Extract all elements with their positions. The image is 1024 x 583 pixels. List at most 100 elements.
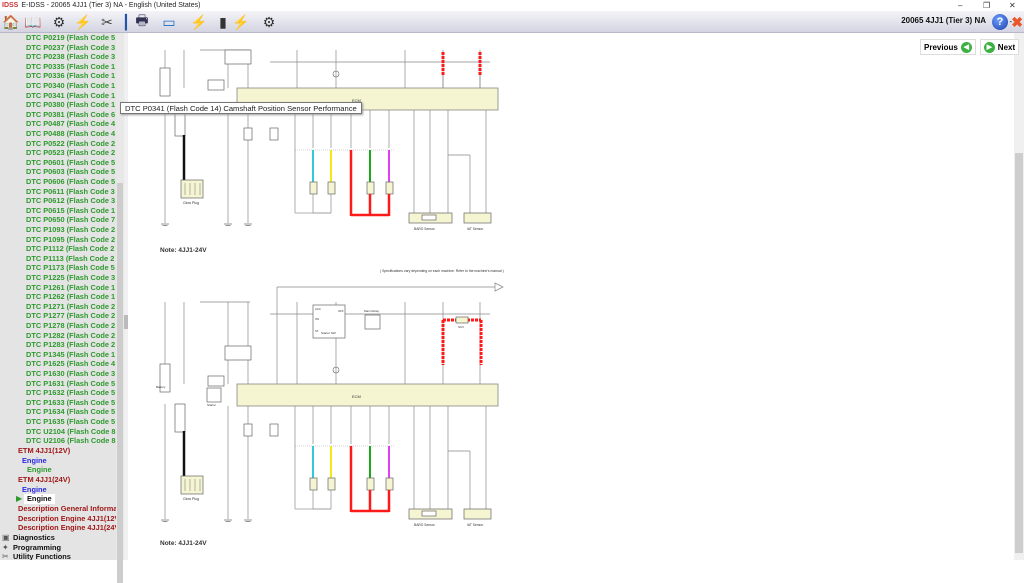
- tree-item-engine-sub[interactable]: Engine: [27, 465, 52, 474]
- tree-item-engine[interactable]: Engine: [22, 456, 47, 465]
- arrow-icon: [494, 282, 504, 292]
- manual-icon[interactable]: 📖: [24, 13, 42, 30]
- tree-item-dtc[interactable]: DTC P0381 (Flash Code 6: [26, 109, 116, 119]
- tree-item-dtc[interactable]: DTC P0335 (Flash Code 1: [26, 61, 116, 71]
- pin-icon[interactable]: ┃: [121, 13, 131, 30]
- battery-label: Battery: [156, 385, 166, 389]
- sidebar-scroll-thumb[interactable]: [117, 183, 123, 583]
- tree-item-dtc[interactable]: DTC P1112 (Flash Code 2: [26, 244, 115, 254]
- tree-item-dtc[interactable]: DTC P0341 (Flash Code 1: [26, 90, 116, 100]
- sidebar-scrollbar[interactable]: [116, 33, 124, 583]
- close-button[interactable]: ✕: [1009, 1, 1016, 10]
- iat-label: IAT Sensor: [467, 523, 484, 527]
- tooltip: DTC P0341 (Flash Code 14) Camshaft Posit…: [120, 102, 362, 114]
- tree-item-dtc[interactable]: DTC P1633 (Flash Code 5: [26, 397, 116, 407]
- tree-item-dtc[interactable]: DTC P1262 (Flash Code 1: [26, 292, 116, 302]
- tree-item-dtc[interactable]: DTC P1635 (Flash Code 5: [26, 417, 116, 426]
- tree-item-dtc[interactable]: DTC P1093 (Flash Code 2: [26, 225, 116, 234]
- tree-item-description[interactable]: Description Engine 4JJ1(24V: [18, 523, 116, 533]
- acc-label: ACC: [315, 307, 321, 311]
- iat-label: IAT Sensor: [467, 227, 484, 231]
- tree-item-dtc[interactable]: DTC P0238 (Flash Code 3: [26, 52, 116, 62]
- expand-arrow-icon[interactable]: ▶: [16, 494, 23, 503]
- tree-item-dtc[interactable]: DTC P0612 (Flash Code 3: [26, 196, 116, 206]
- tree-item-dtc[interactable]: DTC P0237 (Flash Code 3: [26, 42, 116, 52]
- main-relay: [364, 314, 381, 330]
- tree-item-root[interactable]: Utility Functions: [13, 552, 71, 560]
- tools-icon[interactable]: ✂: [101, 13, 113, 30]
- tree-item-etm-24v[interactable]: ETM 4JJ1(24V): [18, 475, 71, 484]
- tree-item-dtc[interactable]: DTC P0650 (Flash Code 7: [26, 215, 116, 225]
- tree-item-dtc[interactable]: DTC P0219 (Flash Code 5: [26, 33, 116, 42]
- tree-item-dtc[interactable]: DTC P0487 (Flash Code 4: [26, 119, 116, 129]
- tree-item-dtc[interactable]: DTC P1278 (Flash Code 2: [26, 321, 116, 330]
- sensor-icon: [385, 477, 394, 491]
- tree-item-dtc[interactable]: DTC P1277 (Flash Code 2: [26, 311, 116, 321]
- previous-button[interactable]: Previous◀: [920, 39, 976, 55]
- switch: [243, 423, 253, 437]
- engine-icon[interactable]: ⚙: [52, 13, 66, 30]
- main-scroll-thumb[interactable]: [1015, 153, 1023, 553]
- tree-item-engine[interactable]: Engine: [22, 485, 47, 494]
- panel-splitter[interactable]: [124, 33, 128, 560]
- tree-item-dtc[interactable]: DTC P1095 (Flash Code 2: [26, 234, 116, 244]
- tree-item-dtc[interactable]: DTC P1261 (Flash Code 1: [26, 282, 116, 292]
- main-relay-label: Main Relay: [364, 309, 380, 313]
- printer-icon[interactable]: 🖶: [135, 12, 149, 28]
- starter: [206, 387, 222, 403]
- tree-item-dtc[interactable]: DTC P1630 (Flash Code 3: [26, 369, 116, 378]
- reflash-icon[interactable]: ⚡: [74, 13, 92, 30]
- tree-item-dtc[interactable]: DTC P0611 (Flash Code 3: [26, 186, 115, 196]
- splitter-grip[interactable]: [124, 315, 128, 329]
- tree-item-dtc[interactable]: DTC P0340 (Flash Code 1: [26, 81, 116, 90]
- tree-item-dtc[interactable]: DTC U2106 (Flash Code 8: [26, 436, 116, 446]
- tree-item-dtc[interactable]: DTC U2104 (Flash Code 8: [26, 426, 116, 436]
- tree-item-dtc[interactable]: DTC P1283 (Flash Code 2: [26, 340, 116, 350]
- tree-item-dtc[interactable]: DTC P1632 (Flash Code 5: [26, 388, 116, 398]
- tree-item-dtc[interactable]: DTC P0615 (Flash Code 1: [26, 205, 116, 215]
- tree-item-dtc[interactable]: DTC P0522 (Flash Code 2: [26, 138, 116, 148]
- connection-icon[interactable]: ⚡: [190, 13, 208, 30]
- exit-icon[interactable]: ✖: [1011, 14, 1023, 30]
- connection-2-icon[interactable]: ⚡: [232, 13, 250, 30]
- tree-item-dtc[interactable]: DTC P1345 (Flash Code 1: [26, 349, 116, 359]
- programming-icon: ✦: [2, 542, 9, 552]
- tree-item-dtc[interactable]: DTC P0488 (Flash Code 4: [26, 129, 116, 138]
- tree-item-dtc[interactable]: DTC P0606 (Flash Code 5: [26, 177, 116, 186]
- main-scrollbar[interactable]: [1014, 33, 1024, 560]
- engine-2-icon[interactable]: ⚙: [262, 13, 276, 30]
- tree-item-dtc[interactable]: DTC P1625 (Flash Code 4: [26, 359, 116, 369]
- restore-button[interactable]: ❐: [983, 1, 991, 10]
- tree-item-etm-12v[interactable]: ETM 4JJ1(12V): [18, 446, 71, 455]
- tree-item-dtc[interactable]: DTC P1634 (Flash Code 5: [26, 407, 116, 417]
- next-button[interactable]: ▶Next: [979, 39, 1020, 55]
- tree-item-dtc[interactable]: DTC P0336 (Flash Code 1: [26, 71, 116, 81]
- tree-item-dtc[interactable]: DTC P0380 (Flash Code 1: [26, 100, 116, 110]
- tree-item-dtc[interactable]: DTC P1225 (Flash Code 3: [26, 273, 116, 282]
- tree-item-root[interactable]: Programming: [13, 542, 62, 552]
- tree-item-dtc[interactable]: DTC P1173 (Flash Code 5: [26, 263, 115, 273]
- relay: [224, 345, 252, 361]
- minimize-button[interactable]: –: [958, 1, 963, 10]
- tree-item-root[interactable]: Diagnostics: [13, 533, 55, 542]
- tree-item-dtc[interactable]: DTC P1113 (Flash Code 2: [26, 253, 115, 263]
- home-icon[interactable]: 🏠: [2, 13, 20, 30]
- tree-item-description[interactable]: Description General Informa: [18, 504, 116, 513]
- help-icon[interactable]: ?: [992, 14, 1008, 30]
- glow-plug-label: Glow Plug: [183, 497, 199, 501]
- tree-item-dtc[interactable]: DTC P0523 (Flash Code 2: [26, 148, 116, 158]
- lamp-icon: [332, 366, 340, 374]
- tree-item-engine-selected[interactable]: Engine: [24, 494, 55, 504]
- tree-item-dtc[interactable]: DTC P0601 (Flash Code 5: [26, 157, 116, 167]
- tree-item-dtc[interactable]: DTC P1271 (Flash Code 2: [26, 301, 116, 311]
- tree-item-dtc[interactable]: DTC P1282 (Flash Code 2: [26, 330, 116, 340]
- tree-item-dtc[interactable]: DTC P0603 (Flash Code 5: [26, 167, 116, 177]
- iat-sensor: [463, 508, 492, 520]
- tree-item-description[interactable]: Description Engine 4JJ1(12V: [18, 513, 116, 523]
- relay: [207, 375, 225, 387]
- device-icon[interactable]: ▮: [219, 13, 227, 30]
- tree-item-dtc[interactable]: DTC P1631 (Flash Code 5: [26, 378, 116, 388]
- monitor-icon[interactable]: ▭: [162, 13, 176, 30]
- help-menu-dropdown[interactable]: -: [1009, 17, 1012, 26]
